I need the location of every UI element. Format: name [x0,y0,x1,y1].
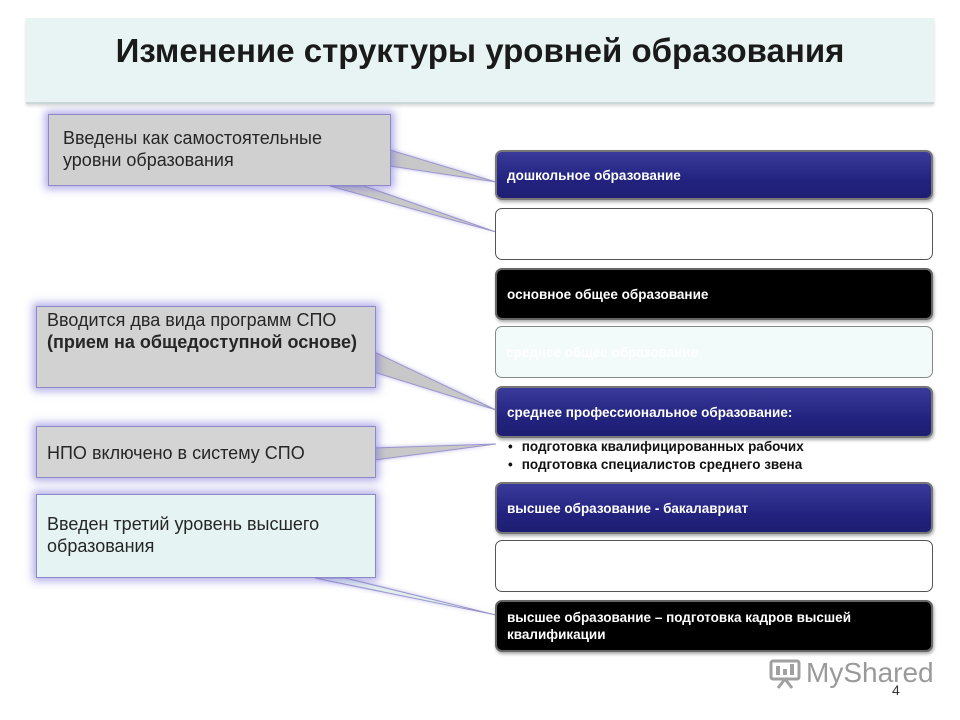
level-preschool-label: дошкольное образование [507,167,681,183]
callout-spo-note: (прием на общедоступной основе) [47,332,357,352]
callout-third-level-text: Введен третий уровень высшего образовани… [47,514,320,556]
connector-1a [389,149,497,183]
callout-spo-programs: Вводится два вида программ СПО (прием на… [36,306,376,388]
list-item: подготовка специалистов среднего звена [508,456,804,474]
level-basic-general: основное общее образование [495,268,933,320]
presentation-icon [769,659,801,689]
slide-title: Изменение структуры уровней образования [115,32,845,69]
connector-1b [329,185,497,233]
level-secondary-professional: среднее профессиональное образование: [495,386,933,438]
callout-spo-text: Вводится два вида программ СПО [47,310,337,330]
level-empty-2 [495,540,933,592]
title-bar: Изменение структуры уровней образования [26,18,934,104]
callout-npo: НПО включено в систему СПО [36,426,376,478]
callout-new-levels-text: Введены как самостоятельные уровни образ… [63,128,322,170]
callout-npo-text: НПО включено в систему СПО [47,443,305,463]
level-secondary-general-label: среднее общее образование [506,344,699,360]
level-higher-qualification-label: высшее образование – подготовка кадров в… [507,610,851,642]
list-item: подготовка квалифицированных рабочих [508,438,804,456]
level-basic-general-label: основное общее образование [507,286,709,302]
connector-2 [373,351,497,411]
logo-text: MyShared [806,657,934,688]
page-number: 4 [892,682,900,698]
spo-program-list: подготовка квалифицированных рабочих под… [508,438,804,474]
connector-4 [314,577,497,616]
myshared-logo: MyShared [768,656,934,690]
connector-3 [373,443,497,461]
level-bachelor-label: высшее образование - бакалавриат [507,500,749,516]
level-bachelor: высшее образование - бакалавриат [495,482,933,534]
callout-third-level: Введен третий уровень высшего образовани… [36,494,376,578]
level-secondary-general: среднее общее образование [495,326,933,378]
level-secondary-professional-label: среднее профессиональное образование: [507,404,793,420]
level-preschool: дошкольное образование [495,150,933,200]
level-empty-1 [495,208,933,260]
callout-new-levels: Введены как самостоятельные уровни образ… [48,114,391,186]
level-higher-qualification: высшее образование – подготовка кадров в… [495,600,933,652]
